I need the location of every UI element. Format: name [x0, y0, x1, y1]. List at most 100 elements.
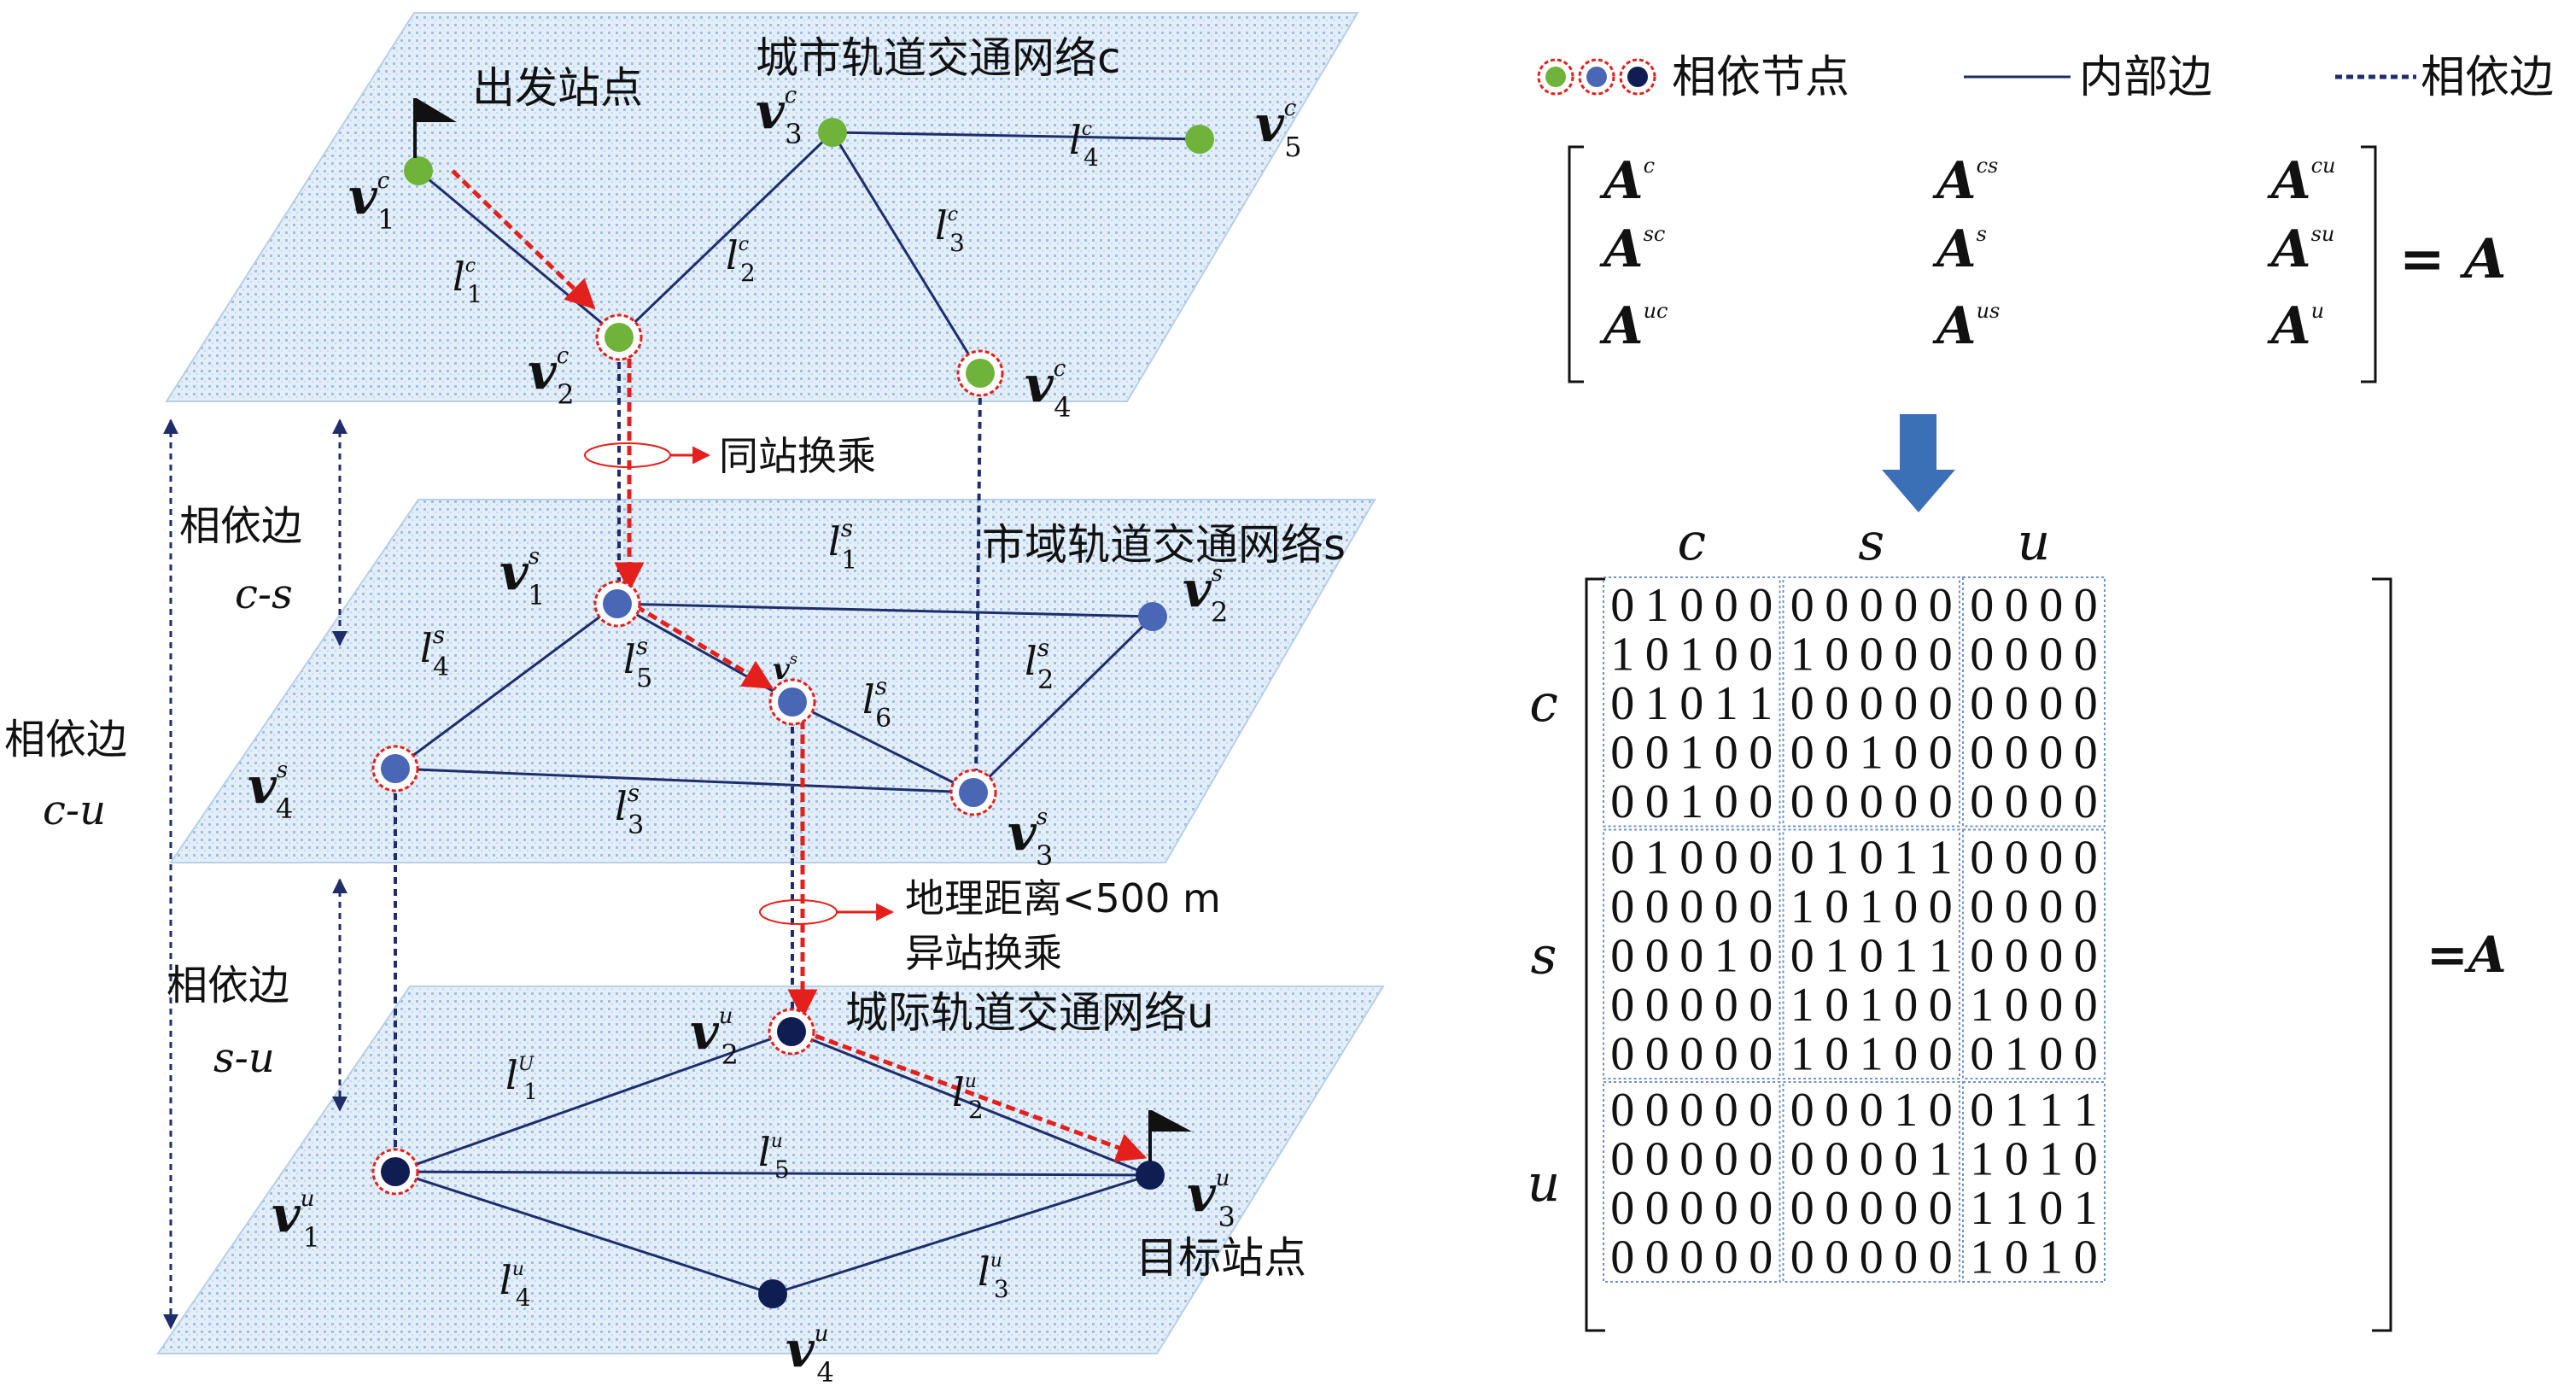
matrix-cell: 0 [2074, 880, 2098, 933]
matrix-cell: 0 [2005, 979, 2029, 1032]
block-cell-sup: us [1977, 299, 2001, 323]
matrix-cell: 0 [1929, 579, 1953, 632]
matrix-cell: 0 [2074, 775, 2098, 828]
matrix-cell: 0 [1825, 727, 1849, 780]
diff-station-transfer-label: 异站换乘 [905, 930, 1062, 976]
matrix-cell: 1 [1679, 775, 1703, 828]
matrix-cell: 0 [1825, 1084, 1849, 1137]
block-cell-sup: u [2311, 299, 2324, 323]
matrix-cell: 1 [1645, 579, 1669, 632]
matrix-cell: 0 [2039, 1028, 2063, 1081]
matrix-cell: 0 [1825, 629, 1849, 681]
matrix-cell: 0 [2039, 1182, 2063, 1235]
matrix-cell: 0 [1714, 727, 1738, 780]
block-cell-2-2: Au [2267, 296, 2324, 356]
matrix-cell: 0 [1645, 1084, 1669, 1137]
matrix-cell: 1 [2039, 1231, 2063, 1284]
matrix-cell: 0 [1790, 775, 1814, 828]
matrix-cell: 0 [1929, 979, 1953, 1032]
plane-c [165, 12, 1359, 402]
matrix-cell: 0 [1790, 1084, 1814, 1137]
distance-rule-label: 地理距离<500 m [905, 875, 1221, 921]
matrix-cell: 0 [2005, 1133, 2029, 1186]
matrix-cell: 1 [1714, 677, 1738, 730]
matrix-cell: 0 [1929, 1231, 1953, 1284]
matrix-cell: 0 [2074, 979, 2098, 1032]
path-s1-s6 [634, 604, 774, 690]
matrix-row-header-u: u [1527, 1154, 1561, 1214]
block-cell-sup: s [1977, 222, 1987, 246]
block-cell-base: A [1599, 219, 1644, 279]
node-c4 [966, 359, 995, 388]
matrix-cell: 0 [1970, 677, 1994, 730]
matrix-cell: 0 [2005, 629, 2029, 681]
matrix-cell: 0 [1894, 1231, 1918, 1284]
matrix-cell: 0 [1860, 1084, 1884, 1137]
matrix-block-2-1 [1782, 1081, 1960, 1283]
matrix-cell: 0 [1929, 629, 1953, 681]
matrix-cell: 0 [1610, 1182, 1634, 1235]
matrix-cell: 0 [2005, 880, 2029, 933]
matrix-cell: 1 [1679, 727, 1703, 780]
matrix-cell: 0 [1825, 579, 1849, 632]
matrix-cell: 0 [2005, 1231, 2029, 1284]
block-cell-base: A [1932, 219, 1977, 279]
matrix-cell: 1 [1929, 832, 1953, 885]
matrix-block-0-1 [1782, 576, 1960, 828]
block-cell-sup: sc [1644, 222, 1666, 246]
edge-u-v1-v4 [394, 1170, 774, 1296]
matrix-cell: 1 [2039, 1133, 2063, 1186]
matrix-cell: 0 [1825, 1133, 1849, 1186]
matrix-cell: 0 [1610, 775, 1634, 828]
block-cell-base: A [1599, 296, 1644, 356]
node-c1 [404, 156, 433, 185]
dep-cs-sub: c-s [235, 570, 293, 618]
matrix-cell: 1 [1929, 930, 1953, 983]
matrix-cell: 0 [1749, 579, 1773, 632]
matrix-cell: 0 [1714, 1084, 1738, 1137]
matrix-cell: 0 [1714, 1028, 1738, 1081]
node-u4 [758, 1279, 787, 1308]
matrix-cell: 0 [1714, 629, 1738, 681]
target-flag-icon [1148, 1110, 1192, 1161]
matrix-cell: 0 [1929, 677, 1953, 730]
matrix-cell: 0 [2039, 677, 2063, 730]
matrix-cell: 0 [1679, 677, 1703, 730]
target-station-label: 目标站点 [1136, 1233, 1306, 1283]
edge-u-v1-v3 [394, 1170, 1151, 1177]
edge-s-v1-v4 [394, 602, 618, 770]
matrix-cell: 0 [1679, 1084, 1703, 1137]
matrix-cell: 0 [1894, 727, 1918, 780]
matrix-cell: 0 [1610, 677, 1634, 730]
edge-s-v2-v3 [972, 615, 1154, 794]
path-u2-u3 [815, 1033, 1148, 1162]
matrix-col-header-s: s [1858, 512, 1884, 572]
matrix-cell: 0 [2005, 775, 2029, 828]
edge-c-v3-v4 [831, 132, 982, 374]
block-cell-base: A [1932, 296, 1977, 356]
legend-dependent-edge-label: 相依边 [2421, 52, 2554, 103]
matrix-cell: 0 [1714, 979, 1738, 1032]
matrix-cell: 0 [2039, 880, 2063, 933]
block-cell-base: A [1599, 151, 1644, 211]
matrix-cell: 0 [1790, 930, 1814, 983]
matrix-cell: 1 [1894, 832, 1918, 885]
matrix-cell: 0 [1714, 1133, 1738, 1186]
matrix-cell: 0 [1894, 775, 1918, 828]
internal-edges [394, 131, 1200, 1296]
node-u3 [1136, 1161, 1165, 1190]
matrix-cell: 0 [1749, 1182, 1773, 1235]
matrix-cell: 0 [1749, 727, 1773, 780]
block-cell-0-0: Ac [1599, 151, 1655, 211]
node-s6 [778, 687, 807, 717]
matrix-cell: 0 [2074, 727, 2098, 780]
